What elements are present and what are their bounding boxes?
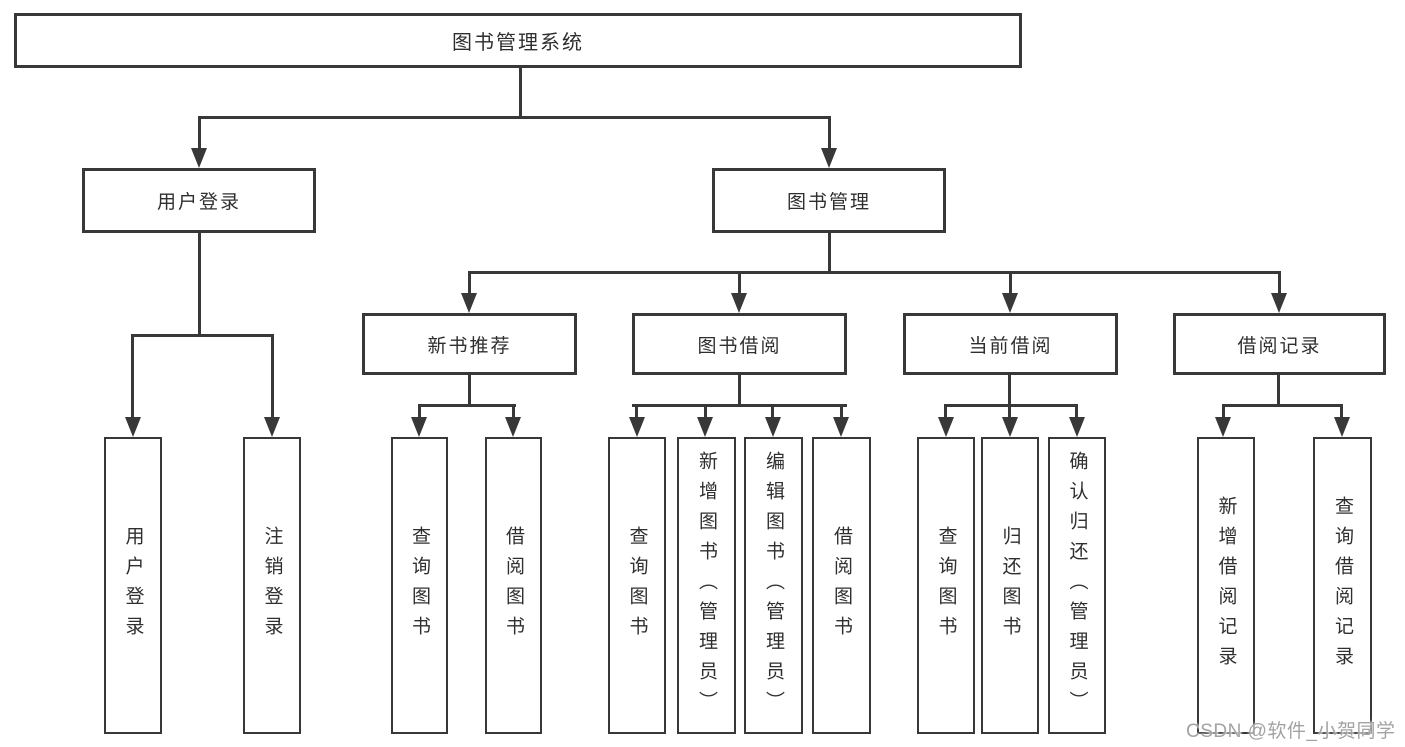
leaf-label: 用户登录 [122,525,144,646]
leaf-confirm-return-admin: 确认归还（管理员） [1048,437,1106,734]
leaf-user-login: 用户登录 [104,437,162,734]
arrow-down-icon [1069,417,1085,437]
connector-line [418,404,516,407]
connector-line [468,375,471,406]
connector-line [519,68,522,119]
node-library-management-system: 图书管理系统 [14,13,1022,68]
node-label: 用户登录 [156,192,241,213]
node-label: 借阅记录 [1237,335,1322,357]
connector-line [198,233,201,336]
node-user-login: 用户登录 [82,168,316,233]
node-label: 当前借阅 [968,335,1053,357]
leaf-label: 查询图书 [409,525,430,646]
arrow-down-icon [697,417,713,437]
connector-line [418,407,421,419]
connector-line [468,271,1281,274]
connector-line [131,334,274,337]
connector-line [1009,274,1012,295]
connector-line [944,407,947,419]
leaf-label: 归还图书 [999,525,1021,646]
node-new-book-recommend: 新书推荐 [362,313,577,375]
arrow-down-icon [1215,417,1231,437]
arrow-down-icon [191,148,207,168]
arrow-down-icon [938,417,954,437]
node-label: 图书管理 [786,192,871,213]
arrow-down-icon [1002,293,1018,313]
connector-line [828,233,831,274]
arrow-down-icon [125,417,141,437]
leaf-label: 查询借阅记录 [1332,495,1353,676]
leaf-logout: 注销登录 [243,437,301,734]
connector-line [828,119,831,150]
arrow-down-icon [833,417,849,437]
connector-line [1222,407,1225,419]
arrow-down-icon [1002,417,1018,437]
arrow-down-icon [1334,417,1350,437]
node-label: 新书推荐 [427,335,512,357]
node-label: 图书管理系统 [452,32,584,54]
leaf-return-books: 归还图书 [981,437,1039,734]
connector-line [632,404,847,407]
leaf-add-book-admin: 新增图书（管理员） [677,437,736,734]
leaf-add-borrow-record: 新增借阅记录 [1197,437,1255,734]
leaf-borrow-books-borrowing: 借阅图书 [812,437,871,734]
leaf-label: 新增借阅记录 [1215,495,1237,676]
arrow-down-icon [411,417,427,437]
connector-line [198,116,831,119]
leaf-label: 借阅图书 [503,525,524,646]
leaf-label: 查询图书 [626,525,648,646]
connector-line [1340,407,1343,419]
connector-line [704,407,707,419]
node-borrowing-records: 借阅记录 [1173,313,1386,375]
leaf-query-books-current: 查询图书 [917,437,975,734]
leaf-label: 编辑图书（管理员） [763,450,784,721]
connector-line [738,274,741,295]
node-book-management: 图书管理 [712,168,946,233]
connector-line [131,337,134,418]
arrow-down-icon [821,148,837,168]
connector-line [1075,407,1078,419]
connector-line [771,407,774,419]
leaf-edit-book-admin: 编辑图书（管理员） [744,437,803,734]
arrow-down-icon [461,293,477,313]
connector-line [271,337,274,418]
leaf-label: 注销登录 [261,525,283,646]
arrow-down-icon [1271,293,1287,313]
connector-line [840,407,843,419]
leaf-label: 查询图书 [935,525,957,646]
leaf-label: 新增图书（管理员） [696,450,717,721]
leaf-query-books-borrowing: 查询图书 [608,437,666,734]
arrow-down-icon [505,417,521,437]
leaf-query-borrow-record: 查询借阅记录 [1313,437,1372,734]
leaf-borrow-books-recommend: 借阅图书 [485,437,542,734]
csdn-watermark: CSDN @软件_小贺同学 [1186,721,1396,742]
connector-line [1277,375,1280,406]
node-book-borrowing: 图书借阅 [632,313,847,375]
connector-line [468,274,471,295]
connector-line [1222,404,1343,407]
leaf-label: 借阅图书 [831,525,852,646]
arrow-down-icon [765,417,781,437]
arrow-down-icon [629,417,645,437]
connector-line [635,407,638,419]
node-current-borrowing: 当前借阅 [903,313,1118,375]
arrow-down-icon [731,293,747,313]
connector-line [944,404,1078,407]
connector-line [512,407,515,419]
connector-line [738,375,741,406]
connector-line [1008,375,1011,406]
leaf-label: 确认归还（管理员） [1066,450,1088,721]
arrow-down-icon [264,417,280,437]
node-label: 图书借阅 [697,335,782,357]
connector-line [1278,274,1281,295]
leaf-query-books-recommend: 查询图书 [391,437,448,734]
connector-line [1008,407,1011,419]
connector-line [198,119,201,150]
